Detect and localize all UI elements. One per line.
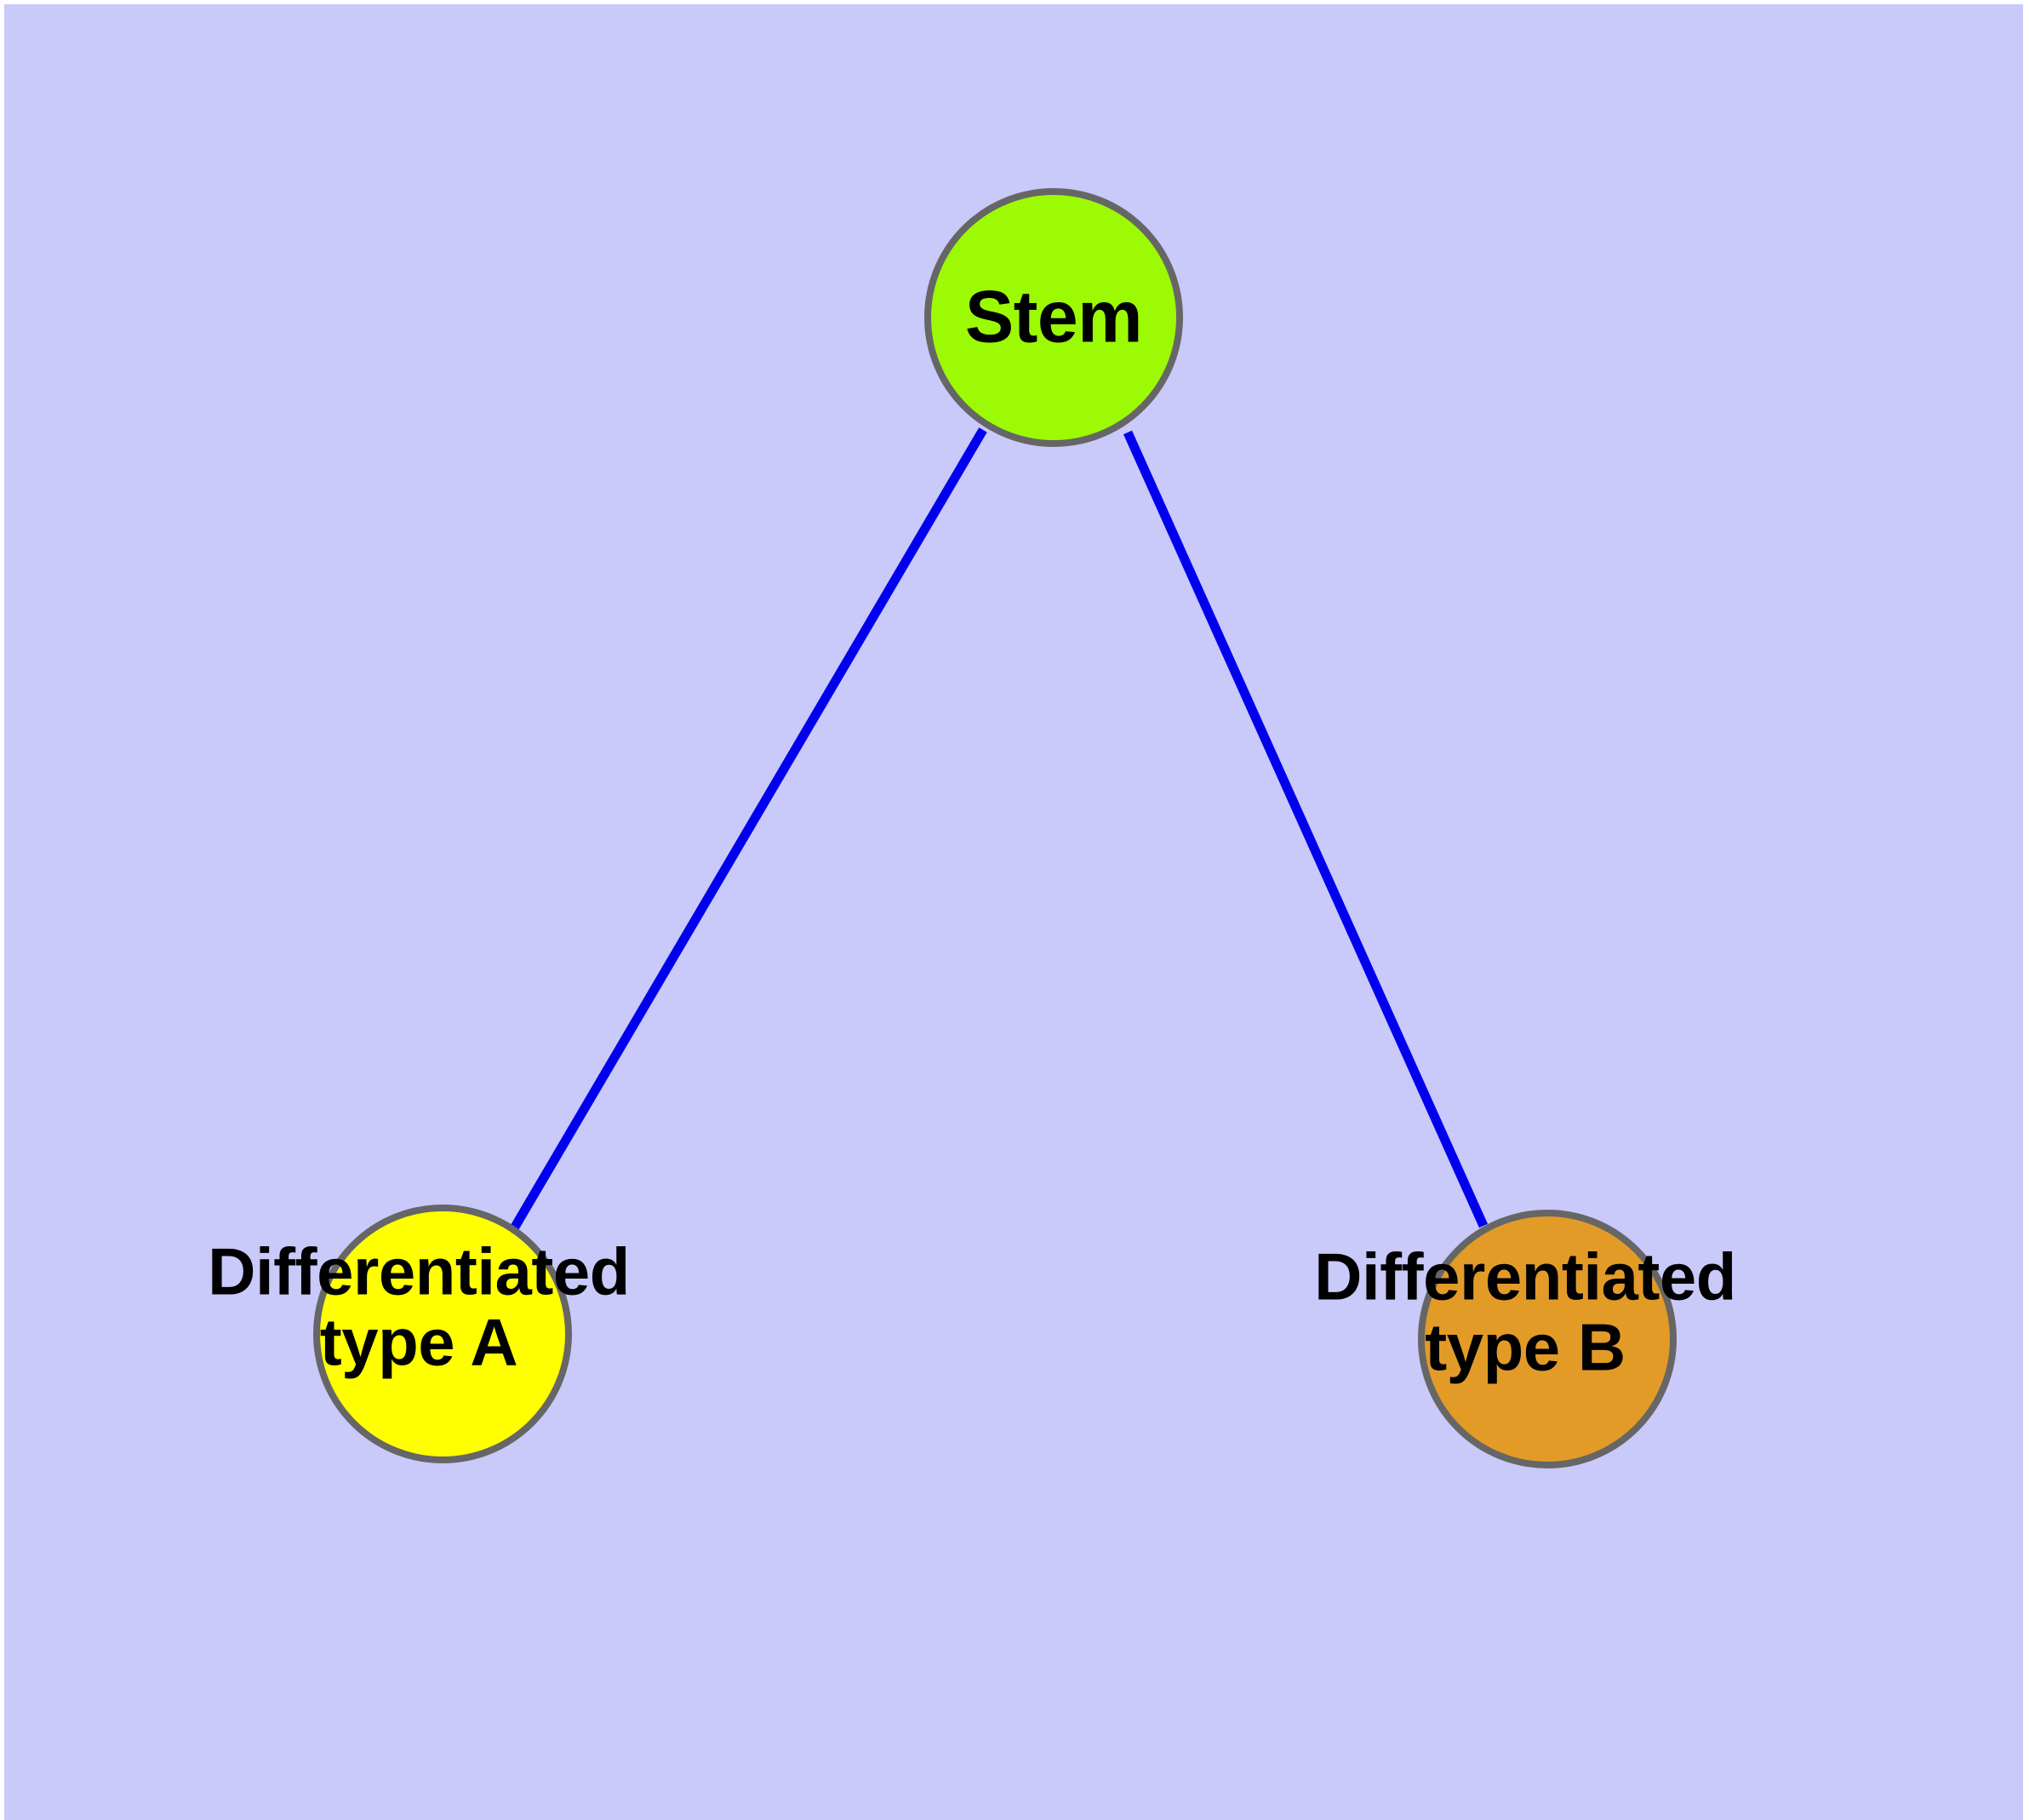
node-stem-circle[interactable] — [924, 188, 1183, 447]
edge-stem-to-diff-a[interactable] — [510, 427, 987, 1231]
edge-stem-to-diff-b[interactable] — [1123, 430, 1489, 1228]
edge-layer — [510, 427, 1489, 1231]
node-layer — [313, 188, 1677, 1468]
node-diff-b-circle[interactable] — [1418, 1210, 1677, 1468]
node-diff-a-circle[interactable] — [313, 1205, 572, 1463]
